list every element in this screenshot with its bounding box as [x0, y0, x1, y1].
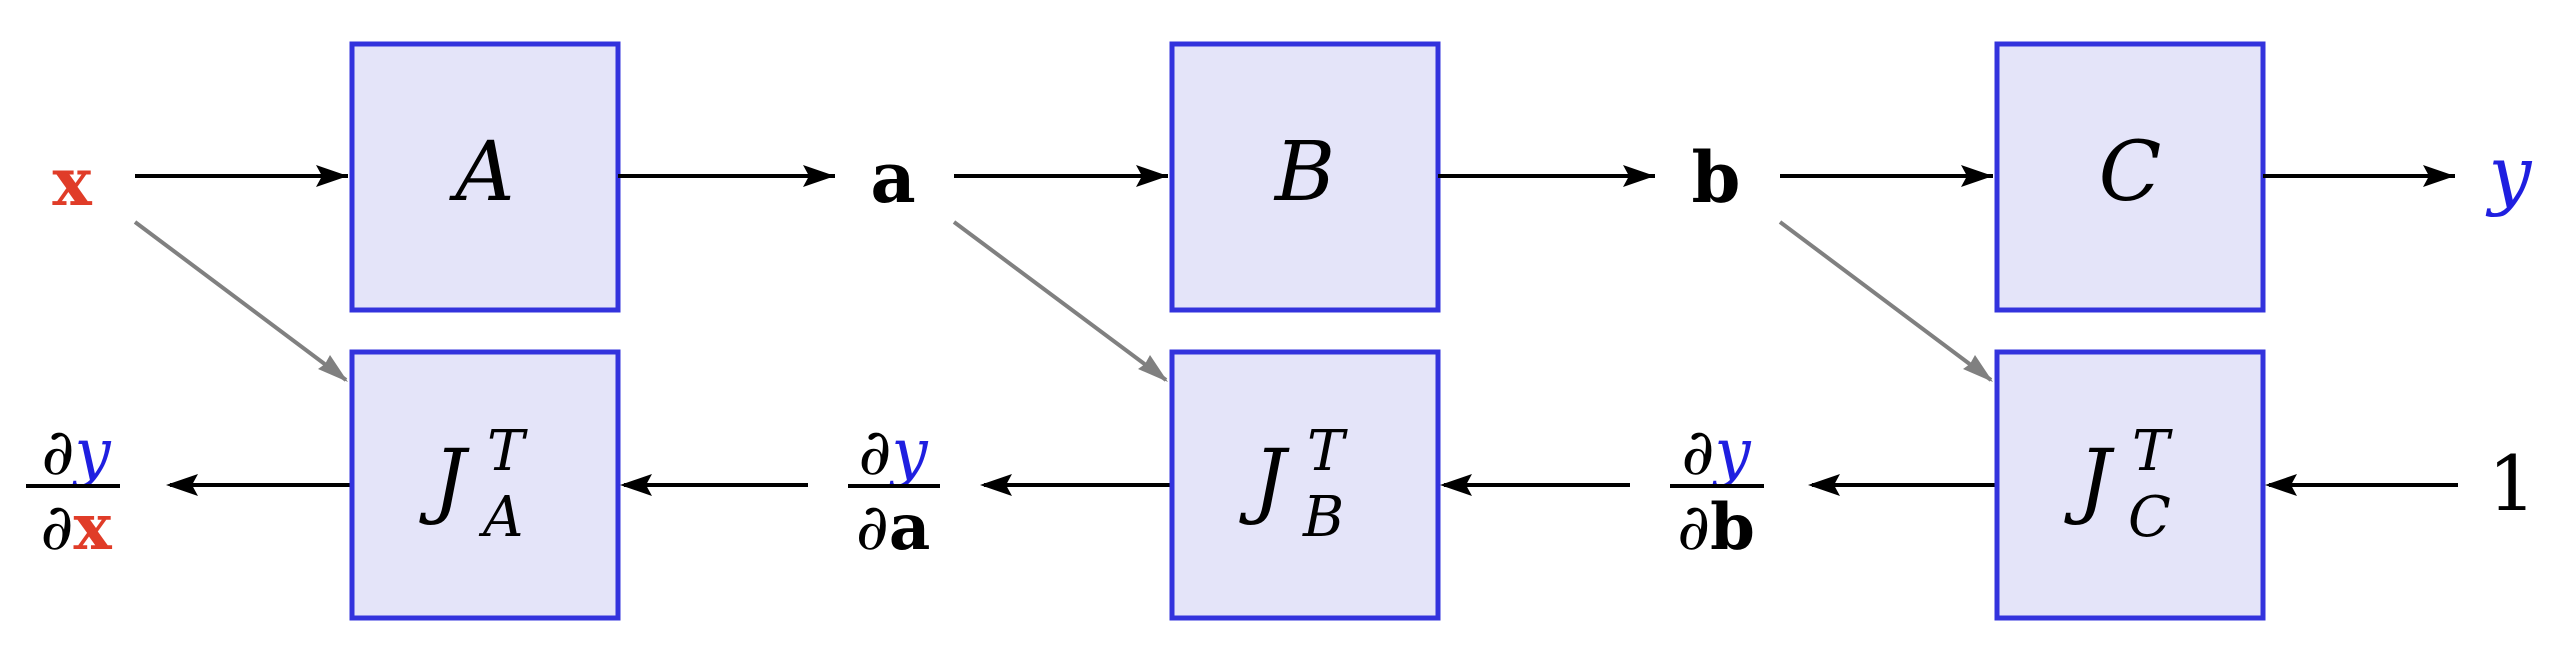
arrowhead-a-to-B [1136, 165, 1168, 187]
intermediate-b-label: b [1692, 136, 1741, 219]
grad-dy-da: ∂y ∂a [848, 416, 940, 565]
cross-arrowhead-b-to-JC [1963, 355, 1993, 382]
jacobian-subscript-A: A [478, 485, 523, 550]
transpose-T: T [487, 419, 528, 484]
arrowhead-x-to-A [316, 165, 348, 187]
output-y-label: y [2486, 129, 2533, 218]
box-C-label: C [2099, 125, 2162, 220]
partial-symbol: ∂ [1681, 416, 1714, 490]
partial-symbol: ∂ [1677, 491, 1710, 565]
grad-dy-db-denominator: b [1710, 490, 1755, 565]
svg-text:∂y: ∂y [41, 416, 111, 490]
forward-row: x A a B b C y [52, 41, 2533, 313]
cross-arrow-x-to-JA [133, 220, 348, 382]
box-JB [1169, 349, 1441, 621]
jacobian-subscript-B: B [1302, 485, 1344, 550]
partial-symbol: ∂ [858, 416, 891, 490]
box-B-label: B [1273, 125, 1335, 220]
svg-text:∂a: ∂a [856, 490, 931, 565]
cross-arrow-b-to-JC [1778, 220, 1993, 382]
arrowhead-dyda-to-JA [620, 474, 652, 496]
arrowhead-B-to-b [1623, 165, 1655, 187]
box-JA [349, 349, 621, 621]
partial-symbol: ∂ [856, 491, 889, 565]
cross-arrowhead-a-to-JB [1138, 355, 1168, 382]
cross-arrows [133, 220, 1993, 382]
svg-text:∂x: ∂x [40, 490, 112, 565]
arrowhead-JB-to-dyda [980, 474, 1012, 496]
arrowhead-seed-to-JC [2265, 474, 2297, 496]
arrowhead-JC-to-dydb [1808, 474, 1840, 496]
cross-arrow-a-to-JB [952, 220, 1168, 382]
partial-symbol: ∂ [41, 416, 74, 490]
grad-dy-dx: ∂y ∂x [26, 416, 120, 565]
grad-dy-db-numerator: y [1711, 416, 1751, 490]
arrowhead-C-to-y [2423, 165, 2455, 187]
input-x-label: x [52, 143, 92, 221]
backward-row: ∂y ∂x J T A ∂y ∂a J T B [26, 349, 2536, 621]
grad-dy-db: ∂y ∂b [1670, 416, 1764, 565]
arrowhead-dydb-to-JB [1440, 474, 1472, 496]
box-A [349, 41, 621, 313]
grad-dy-dx-numerator: y [71, 416, 111, 490]
box-C [1994, 41, 2266, 313]
intermediate-a-label: a [870, 136, 915, 219]
svg-text:∂y: ∂y [858, 416, 928, 490]
partial-symbol: ∂ [40, 491, 73, 565]
box-JC [1994, 349, 2266, 621]
jacobian-subscript-C: C [2128, 485, 2171, 550]
arrowhead-b-to-C [1961, 165, 1993, 187]
transpose-T: T [2132, 419, 2173, 484]
seed-one-label: 1 [2488, 439, 2536, 528]
arrowhead-JA-to-dydx [166, 474, 198, 496]
svg-text:∂y: ∂y [1681, 416, 1751, 490]
svg-text:∂b: ∂b [1677, 490, 1755, 565]
grad-dy-da-denominator: a [889, 490, 930, 565]
box-A-label: A [448, 125, 514, 220]
cross-arrowhead-x-to-JA [318, 355, 348, 382]
arrowhead-A-to-a [803, 165, 835, 187]
grad-dy-da-numerator: y [888, 416, 928, 490]
transpose-T: T [1307, 419, 1348, 484]
grad-dy-dx-denominator: x [73, 490, 112, 565]
